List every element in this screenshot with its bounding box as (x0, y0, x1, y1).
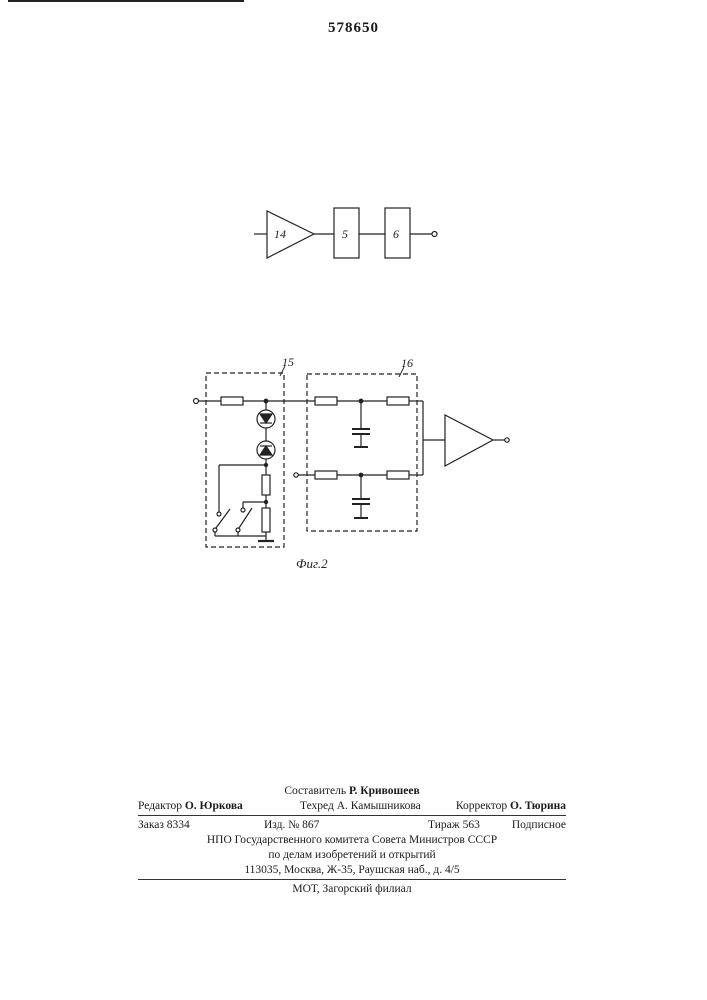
techred-name: А. Камышникова (337, 800, 421, 812)
org-line-1: НПО Государственного комитета Совета Мин… (138, 833, 566, 848)
colophon: Составитель Р. Кривошеев Редактор О. Юрк… (138, 784, 566, 897)
corrector-label: Корректор (456, 800, 507, 812)
corrector-name: О. Тюрина (510, 800, 566, 812)
figure-caption: Фиг.2 (296, 556, 328, 571)
diode-triangle (260, 414, 272, 423)
printer-line: МОТ, Загорский филиал (138, 882, 566, 897)
order-number: Заказ 8334 (138, 818, 190, 833)
org-line-2: по делам изобретений и открытий (138, 848, 566, 863)
resistor (262, 508, 270, 532)
switch-contact (241, 508, 245, 512)
address-line: 113035, Москва, Ж-35, Раушская наб., д. … (138, 863, 566, 878)
order-line: Заказ 8334 Изд. № 867 Тираж 563 Подписно… (138, 818, 566, 833)
compiler-label: Составитель (284, 785, 346, 797)
output-amplifier-triangle (445, 415, 493, 466)
diode-triangle (260, 446, 272, 455)
podpisnoe: Подписное (512, 818, 566, 833)
circuit-diagram: 15 16 (194, 355, 510, 571)
resistor (315, 397, 337, 405)
amplifier-14-label: 14 (274, 227, 286, 241)
divider (138, 879, 566, 880)
compiler-line: Составитель Р. Кривошеев (138, 784, 566, 799)
unit-16-label: 16 (401, 356, 413, 370)
input-terminal (294, 473, 298, 477)
divider (138, 815, 566, 816)
unit-15-frame (206, 373, 284, 547)
resistor (221, 397, 243, 405)
tirazh: Тираж 563 (428, 818, 480, 833)
input-terminal (194, 399, 199, 404)
switch-contact (213, 528, 217, 532)
resistor (387, 471, 409, 479)
block-diagram: 14 5 6 (254, 208, 437, 258)
resistor (262, 475, 270, 495)
block-5-label: 5 (342, 227, 348, 241)
resistor (315, 471, 337, 479)
output-terminal (505, 438, 509, 442)
block-6-label: 6 (393, 227, 399, 241)
staff-line: Редактор О. Юркова Техред А. Камышникова… (138, 799, 566, 814)
editor-label: Редактор (138, 800, 182, 812)
techred-label: Техред (300, 800, 334, 812)
switch-contact (236, 528, 240, 532)
unit-15-label: 15 (282, 355, 294, 369)
resistor (387, 397, 409, 405)
switch-contact (217, 512, 221, 516)
output-terminal (432, 232, 437, 237)
compiler-name: Р. Кривошеев (349, 785, 420, 797)
izd-number: Изд. № 867 (264, 818, 319, 833)
editor-name: О. Юркова (185, 800, 243, 812)
